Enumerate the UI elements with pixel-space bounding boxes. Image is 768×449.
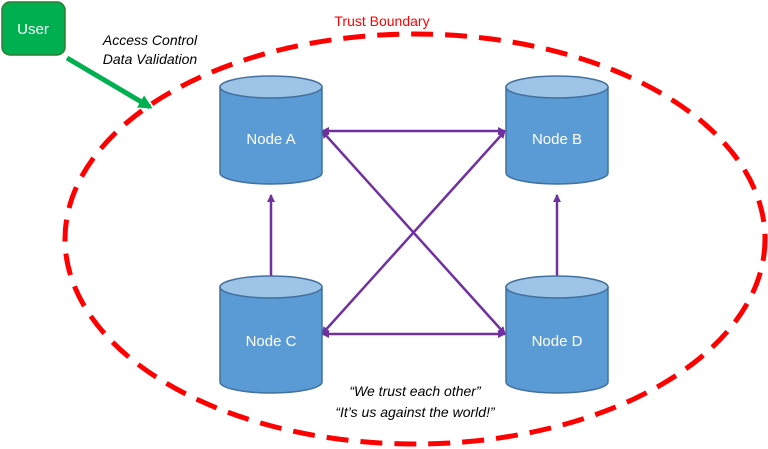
user-entry-arrow [65, 55, 153, 110]
quote-line-2: “It’s us against the world!” [335, 404, 496, 420]
node-connections [267, 127, 561, 338]
trust-boundary-label: Trust Boundary [334, 13, 429, 29]
trust-boundary-ellipse [62, 31, 768, 447]
node-b-label: Node B [532, 131, 582, 148]
node-a-label: Node A [246, 131, 295, 148]
access-control-note: Access Control [102, 32, 198, 48]
node-b-cylinder: Node B [505, 75, 609, 185]
node-d-cylinder: Node D [505, 275, 609, 394]
node-d-label: Node D [532, 333, 583, 350]
data-validation-note: Data Validation [103, 51, 198, 67]
connection-b-c [321, 130, 506, 335]
user-box [1, 1, 66, 56]
quote-line-1: “We trust each other” [349, 383, 482, 399]
node-c-label: Node C [246, 333, 297, 350]
node-a-cylinder: Node A [219, 75, 323, 185]
node-c-cylinder: Node C [219, 275, 323, 394]
user-label: User [17, 21, 49, 38]
